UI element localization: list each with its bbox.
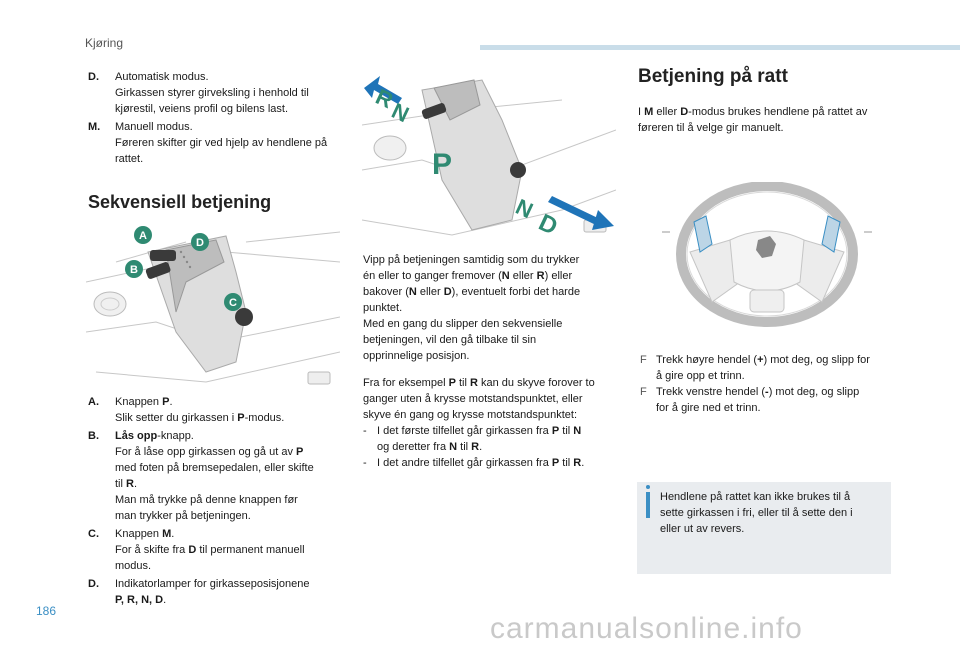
sequential-text: Vipp på betjeningen samtidig som du tryk…	[363, 254, 581, 362]
item-a: A. Knappen P. Slik setter du girkassen i…	[88, 396, 285, 424]
mode-m-key: M.	[88, 121, 101, 133]
info-icon-bar	[646, 492, 650, 518]
paddle-instructions: F Trekk høyre hendel (+) mot deg, og sli…	[640, 352, 896, 416]
section-title: Kjøring	[85, 36, 124, 50]
mode-list: D. Automatisk modus. Girkassen styrer gi…	[88, 69, 343, 169]
steering-intro: I M eller D-modus brukes hendlene på rat…	[638, 106, 868, 134]
mode-d-title: Automatisk modus.	[115, 71, 209, 83]
gear-selector-figure: A D B C	[86, 222, 340, 390]
note-text: Hendlene på rattet kan ikke brukes til å…	[660, 491, 853, 535]
mode-d: D. Automatisk modus. Girkassen styrer gi…	[88, 69, 343, 117]
label-d: D	[196, 237, 204, 249]
item-d: D. Indikatorlamper for girkasseposisjone…	[88, 578, 310, 606]
watermark: carmanualsonline.info	[490, 612, 803, 645]
bullet-upshift: F Trekk høyre hendel (+) mot deg, og sli…	[640, 354, 870, 382]
mode-d-desc: Girkassen styrer girveksling i henhold t…	[115, 87, 309, 115]
mode-d-key: D.	[88, 71, 99, 83]
case-one: - I det første tilfellet går girkassen f…	[363, 425, 582, 453]
heading-sequential: Sekvensiell betjening	[88, 192, 272, 212]
heading-steering: Betjening på ratt	[638, 66, 788, 87]
case-two: - I det andre tilfellet går girkassen fr…	[363, 457, 585, 469]
label-a: A	[139, 230, 147, 242]
shift-sequence-figure: R N P N D	[362, 70, 616, 242]
mode-m-title: Manuell modus.	[115, 121, 193, 133]
control-list: A. Knappen P. Slik setter du girkassen i…	[88, 394, 343, 610]
shift-p: P	[432, 148, 452, 181]
label-b: B	[130, 264, 138, 276]
steering-wheel-figure	[662, 182, 872, 327]
item-c: C. Knappen M. For å skifte fra D til per…	[88, 528, 305, 572]
info-icon	[646, 485, 650, 489]
item-b: B. Lås opp-knapp. For å låse opp girkass…	[88, 430, 314, 522]
page-number: 186	[36, 604, 57, 618]
bullet-downshift: F Trekk venstre hendel (-) mot deg, og s…	[640, 386, 860, 414]
bullet-marker-icon: F	[640, 354, 647, 366]
example-text: Fra for eksempel P til R kan du skyve fo…	[363, 375, 621, 471]
header-bar	[480, 45, 960, 50]
mode-m: M. Manuell modus. Føreren skifter gir ve…	[88, 119, 343, 167]
note-box	[637, 482, 891, 574]
mode-m-desc: Føreren skifter gir ved hjelp av hendlen…	[115, 137, 328, 165]
bullet-marker-icon: F	[640, 386, 647, 398]
label-c: C	[229, 297, 237, 309]
